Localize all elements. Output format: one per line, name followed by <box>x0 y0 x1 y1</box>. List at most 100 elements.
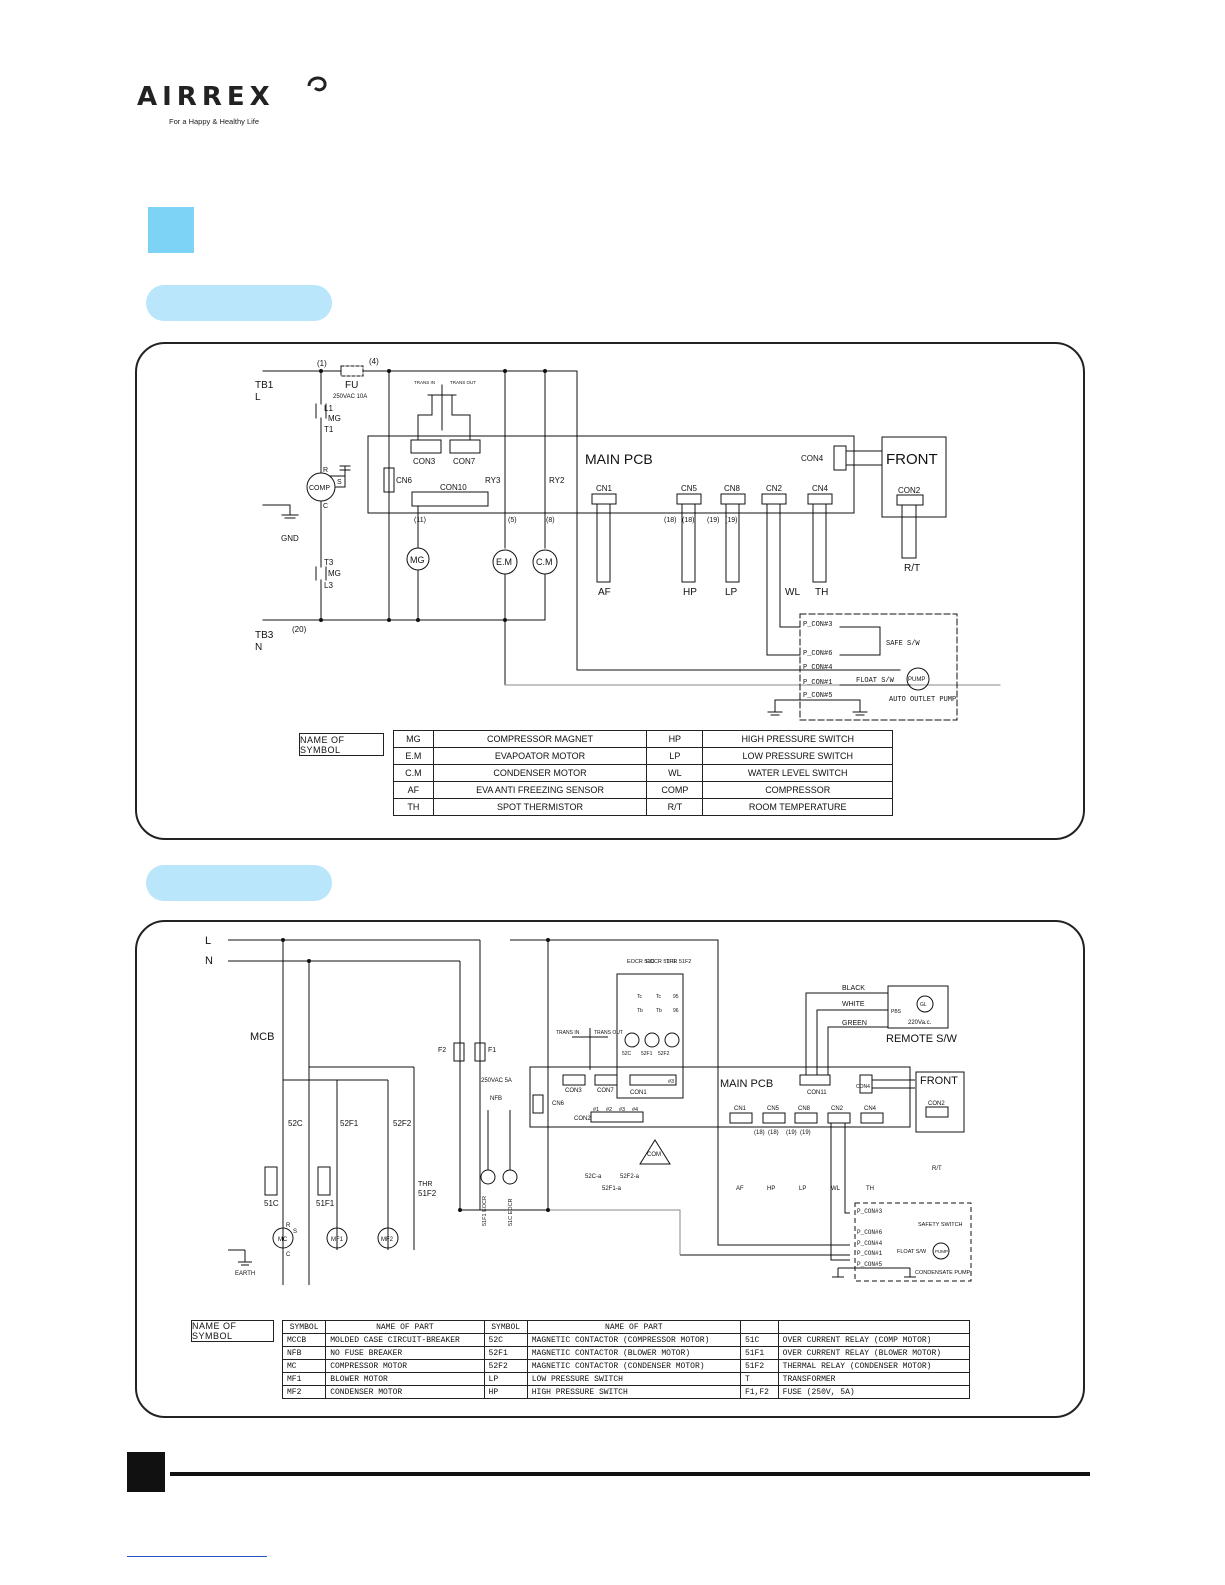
below-52c: 52C-a <box>585 1174 602 1180</box>
auto-outlet-pump: AUTO OUTLET PUMP <box>889 696 956 704</box>
terminal-gnd: GND <box>281 534 299 543</box>
symbol-b-cell: 52F2 <box>483 1359 528 1373</box>
mg-bot-mg: MG <box>328 569 341 578</box>
fuse-rating-b: 250VAC 5A <box>481 1078 512 1084</box>
pcb-cn8: CN8 <box>724 484 741 493</box>
front-rt-a: R/T <box>904 563 920 574</box>
wire-18a: (18) <box>664 517 676 524</box>
symbol-b-cell: 51C <box>739 1333 779 1347</box>
comp-label: COMP <box>309 485 330 492</box>
trans-in-b: TRANS IN <box>556 1030 580 1036</box>
pcb-ry3: RY3 <box>485 476 501 485</box>
pcon3-b: P_CON#3 <box>857 1208 883 1215</box>
pcb-b-cn2: CN2 <box>831 1106 844 1112</box>
pcb-b-con1: CON1 <box>630 1090 647 1096</box>
symbol-b-cell: OVER CURRENT RELAY (COMP MOTOR) <box>777 1333 971 1347</box>
relay-top-2: EOCR 51F1 <box>646 959 676 965</box>
motor-mf1: MF1 <box>331 1237 344 1243</box>
wire-20: (20) <box>292 625 307 634</box>
motor-mc-r: R <box>286 1223 291 1229</box>
pcb-cn4: CN4 <box>812 484 829 493</box>
sensor-b-18a: (18) <box>754 1130 765 1136</box>
relay-95: 95 <box>673 994 679 1000</box>
mg-top-mg: MG <box>328 414 341 423</box>
page-number-block <box>127 1452 165 1492</box>
relay-tc1: Tc <box>637 994 643 1000</box>
symbol-b-cell: OVER CURRENT RELAY (BLOWER MOTOR) <box>777 1346 971 1360</box>
symbol-a-cell: TH <box>393 798 434 816</box>
symbol-b-cell: HP <box>483 1385 528 1399</box>
symbol-b-cell: MAGNETIC CONTACTOR (CONDENSER MOTOR) <box>526 1359 741 1373</box>
footer-link-underline <box>127 1556 267 1557</box>
sensor-b-hp: HP <box>767 1186 775 1192</box>
pcb-title-b: MAIN PCB <box>720 1078 773 1090</box>
pcb-con7: CON7 <box>453 457 476 466</box>
sensor-b-af: AF <box>736 1186 744 1192</box>
sensor-b-lp: LP <box>799 1186 806 1192</box>
con2-pin4: #4 <box>632 1107 638 1113</box>
pcb-cn1: CN1 <box>596 484 613 493</box>
motor-mg: MG <box>410 555 425 565</box>
symbol-b-cell: FUSE (250V, 5A) <box>777 1385 971 1399</box>
front-title-b: FRONT <box>920 1075 958 1087</box>
safety-switch-b: SAFETY SWITCH <box>918 1222 963 1228</box>
remote-voltage: 220Va.c. <box>908 1020 932 1026</box>
sensor-wl: WL <box>785 587 800 598</box>
symbol-b-cell: NFB <box>281 1346 327 1360</box>
symbol-b-cell: MF1 <box>281 1372 327 1386</box>
sensor-b-wl: WL <box>831 1186 841 1192</box>
motor-mc-c: C <box>286 1252 291 1258</box>
sensor-lp: LP <box>725 587 738 598</box>
pcb-b-con2: CON2 <box>574 1116 591 1122</box>
terminal-tb3: TB3 <box>255 630 274 641</box>
trans-in: TRANS IN <box>414 380 435 385</box>
symbol-b-cell: TRANSFORMER <box>777 1372 971 1386</box>
remote-green: GREEN <box>842 1020 867 1027</box>
symbol-a-cell: SPOT THERMISTOR <box>432 798 648 816</box>
pcb-cn2: CN2 <box>766 484 783 493</box>
symbol-b-cell: LOW PRESSURE SWITCH <box>526 1372 741 1386</box>
symbol-b-cell: BLOWER MOTOR <box>325 1372 485 1386</box>
footer-rule <box>170 1472 1090 1476</box>
pcon3-a: P_CON#3 <box>803 621 832 629</box>
fuse-rating: 250VAC 10A <box>333 394 367 400</box>
pcon6-b: P_CON#6 <box>857 1229 883 1236</box>
nfb-label: NFB <box>490 1096 502 1102</box>
terminal-l: L <box>255 392 261 403</box>
ocr-51c: 51C <box>264 1199 279 1208</box>
relay-tb2: Tb <box>656 1008 662 1014</box>
symbol-b-cell: MCCB <box>281 1333 327 1347</box>
trans-out: TRANS OUT <box>450 380 476 385</box>
wire-18b: (18) <box>682 517 694 524</box>
wire-1: (1) <box>317 359 327 368</box>
remote-black: BLACK <box>842 985 865 992</box>
symbol-b-cell: THERMAL RELAY (CONDENSER MOTOR) <box>777 1359 971 1373</box>
symbol-b-cell: MOLDED CASE CIRCUIT-BREAKER <box>325 1333 485 1347</box>
pcon5-a: P_CON#5 <box>803 692 832 700</box>
motor-em: E.M <box>496 557 512 567</box>
pcon6-a: P_CON#6 <box>803 650 832 658</box>
pcb-b-cn5: CN5 <box>767 1106 780 1112</box>
relay-52c: 52C <box>622 1051 632 1057</box>
pump-a: PUMP <box>908 677 925 683</box>
mg-top-l1: L1 <box>324 404 333 413</box>
pcb-b-cn1: CN1 <box>734 1106 747 1112</box>
terminal-tb1: TB1 <box>255 380 274 391</box>
symbol-b-cell: CONDENSER MOTOR <box>325 1385 485 1399</box>
section-pill-1 <box>146 285 332 321</box>
pcb-b-con4: CON4 <box>856 1084 870 1090</box>
comp-s: S <box>337 479 342 486</box>
con1-pin3: #3 <box>668 1079 674 1085</box>
pcb-b-con3: CON3 <box>565 1088 582 1094</box>
pcb-b-cn4: CN4 <box>864 1106 877 1112</box>
pcb-b-cn6: CN6 <box>552 1101 565 1107</box>
mcb-label: MCB <box>250 1031 274 1043</box>
